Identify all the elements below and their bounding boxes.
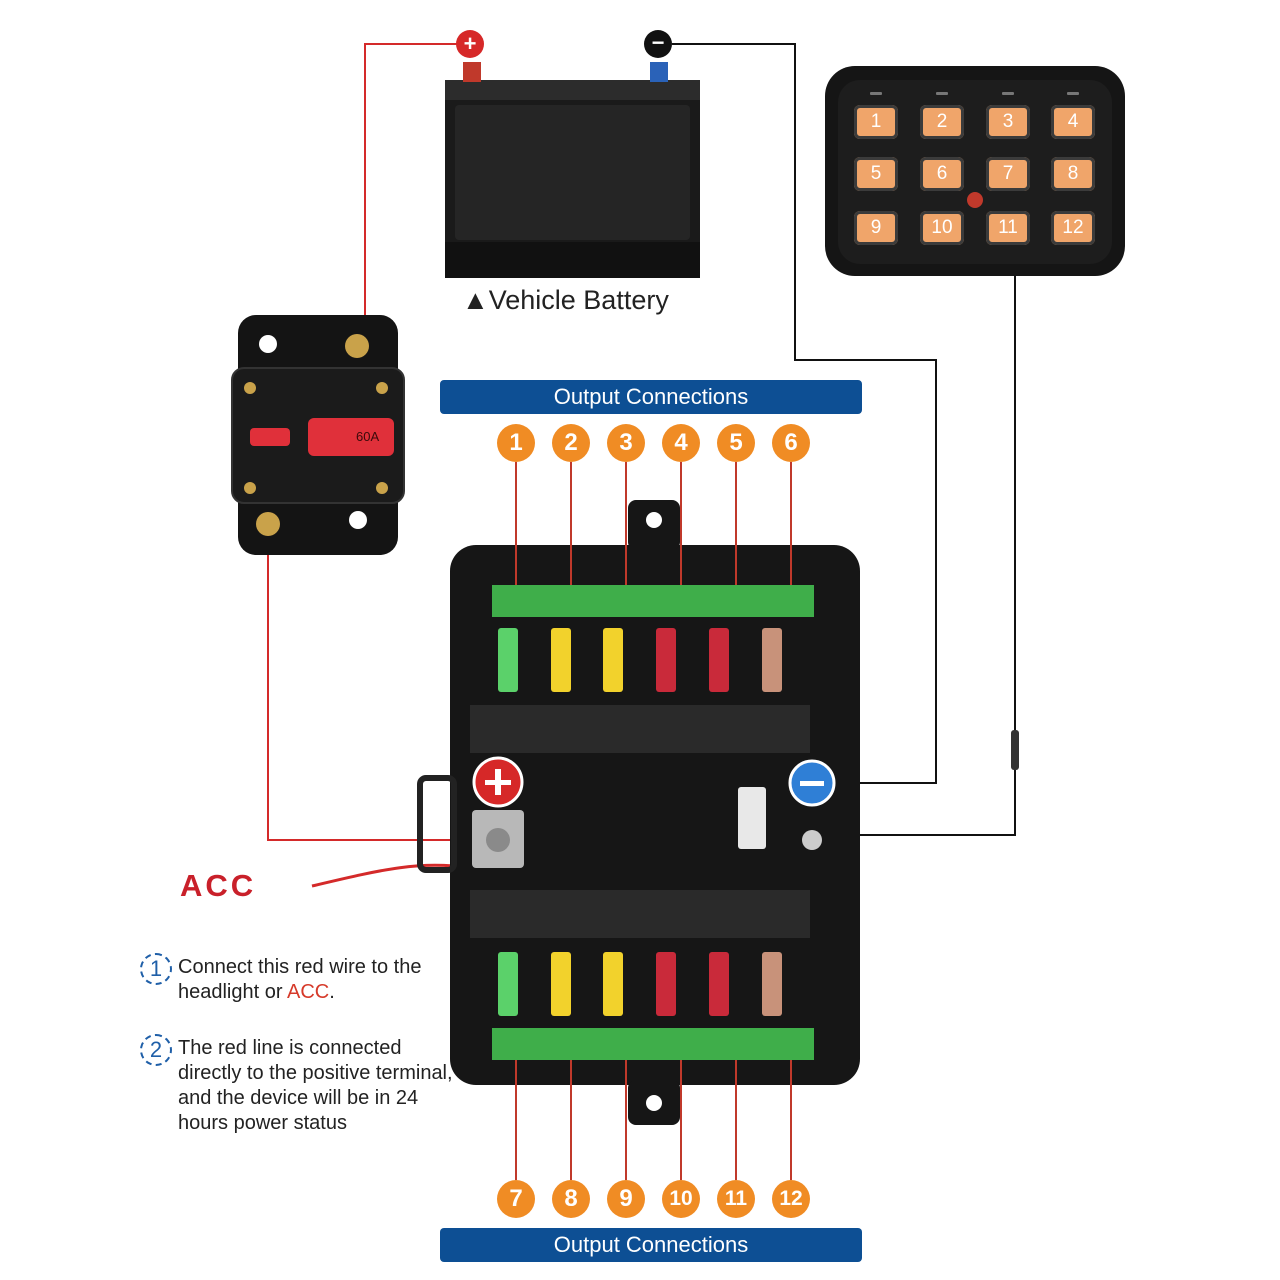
output-badge-6: 6 [772,424,810,462]
output-badge-1: 1 [497,424,535,462]
fuses-top [498,628,782,692]
output-connections-banner-top: Output Connections [440,380,862,414]
switch-button-6[interactable]: 6 [920,157,964,191]
output-connections-banner-bottom: Output Connections [440,1228,862,1262]
red-wire-battery-breaker [364,43,470,340]
svg-text:+: + [464,31,477,56]
note-1-text: Connect this red wire to the headlight o… [178,956,422,1003]
note-2: The red line is connected directly to th… [178,1036,453,1136]
switch-led [1002,92,1014,95]
output-badge-7: 7 [497,1180,535,1218]
output-badge-3: 3 [607,424,645,462]
bottom-output-leads [515,1060,792,1180]
note-1: Connect this red wire to the headlight o… [178,955,453,1005]
switch-button-1[interactable]: 1 [854,105,898,139]
switch-button-11[interactable]: 11 [986,211,1030,245]
switch-button-4[interactable]: 4 [1051,105,1095,139]
switch-led [870,92,882,95]
fuses-bottom [498,952,782,1016]
switch-button-8[interactable]: 8 [1051,157,1095,191]
switch-led [936,92,948,95]
output-badge-8: 8 [552,1180,590,1218]
note-number-2: 2 [140,1034,172,1066]
black-wire-switch-panel [840,276,1016,836]
fuse-box-drawing [417,500,860,1125]
note-1-highlight: ACC [286,981,330,1003]
acc-label: ACC [180,868,257,903]
top-output-leads [515,462,792,585]
note-1-end: . [329,981,335,1003]
switch-panel-drawing [825,66,1125,276]
output-badge-4: 4 [662,424,700,462]
output-badge-11: 11 [717,1180,755,1218]
output-badge-12: 12 [772,1180,810,1218]
note-number-1: 1 [140,953,172,985]
switch-led [1067,92,1079,95]
battery-caption: ▲Vehicle Battery [462,285,669,315]
red-wire-breaker-box [267,540,470,841]
switch-button-10[interactable]: 10 [920,211,964,245]
switch-button-7[interactable]: 7 [986,157,1030,191]
inline-connector [1011,730,1019,770]
output-badge-10: 10 [662,1180,700,1218]
output-badge-2: 2 [552,424,590,462]
output-badge-5: 5 [717,424,755,462]
battery-drawing: + − [445,30,700,278]
black-wire-negative [672,43,937,784]
output-badge-9: 9 [607,1180,645,1218]
switch-button-5[interactable]: 5 [854,157,898,191]
note-2-text: The red line is connected directly to th… [178,1037,453,1134]
switch-button-2[interactable]: 2 [920,105,964,139]
switch-button-3[interactable]: 3 [986,105,1030,139]
switch-button-9[interactable]: 9 [854,211,898,245]
switch-button-12[interactable]: 12 [1051,211,1095,245]
breaker-rating: 60A [356,429,380,444]
circuit-breaker-drawing [231,315,405,555]
svg-text:−: − [652,30,665,55]
